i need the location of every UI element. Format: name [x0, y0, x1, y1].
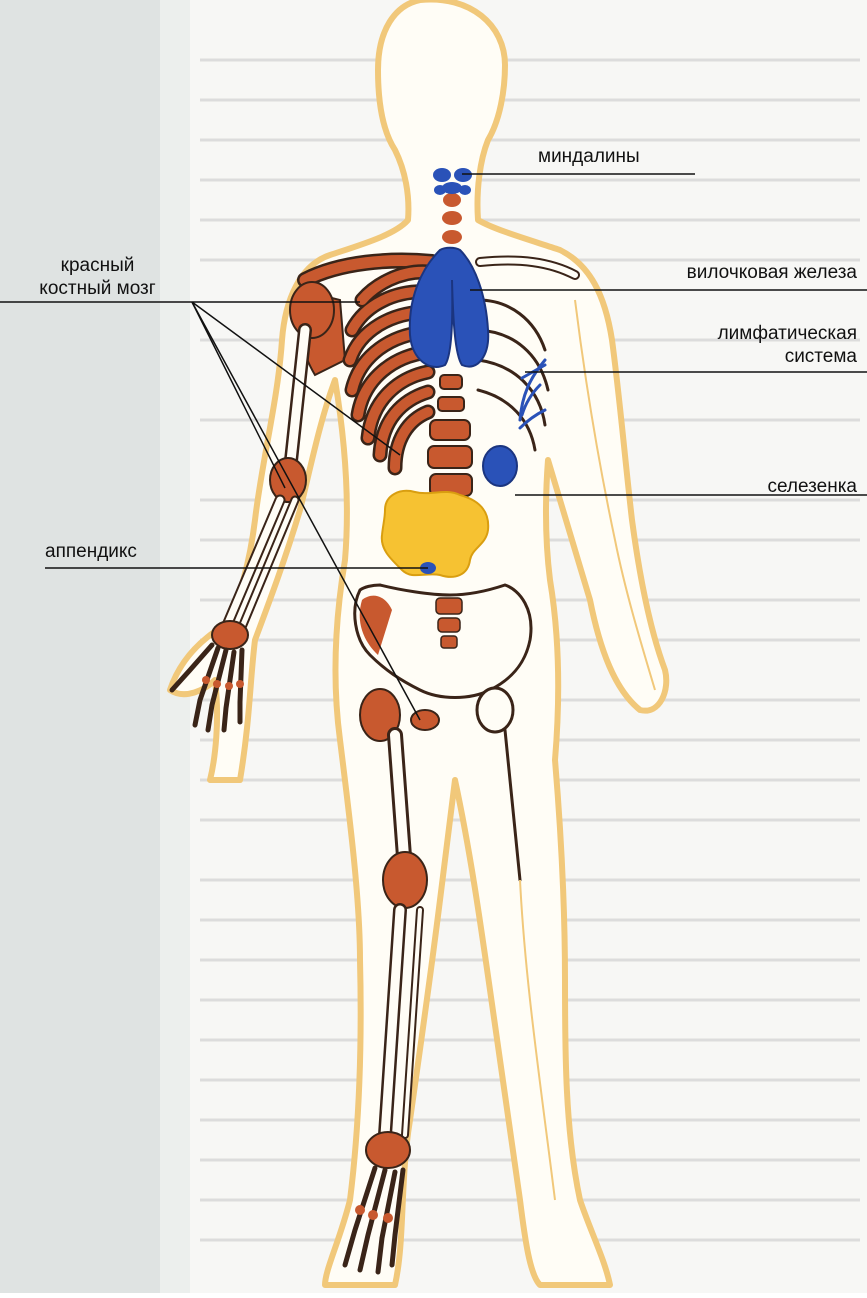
left-elbow — [270, 458, 306, 502]
margin-edge-shadow — [160, 0, 190, 1293]
right-hip — [477, 688, 513, 732]
left-page-margin — [0, 0, 170, 1293]
left-knee — [383, 852, 427, 908]
label-lymph-line1: лимфатическая — [718, 323, 857, 345]
label-lymph-line2: система — [785, 346, 857, 368]
left-wrist — [212, 621, 248, 649]
label-spleen: селезенка — [767, 476, 857, 498]
label-marrow-line1: красный — [20, 255, 175, 277]
cervical-vertebrae — [442, 193, 462, 244]
left-ankle — [366, 1132, 410, 1168]
shoulder-joint — [290, 282, 334, 338]
label-appendix: аппендикс — [45, 541, 137, 563]
spleen-organ — [483, 446, 517, 486]
label-tonsils: миндалины — [538, 146, 640, 168]
label-marrow-line2: костный мозг — [20, 278, 175, 300]
pubis — [411, 710, 439, 730]
label-thymus: вилочковая железа — [687, 262, 857, 284]
